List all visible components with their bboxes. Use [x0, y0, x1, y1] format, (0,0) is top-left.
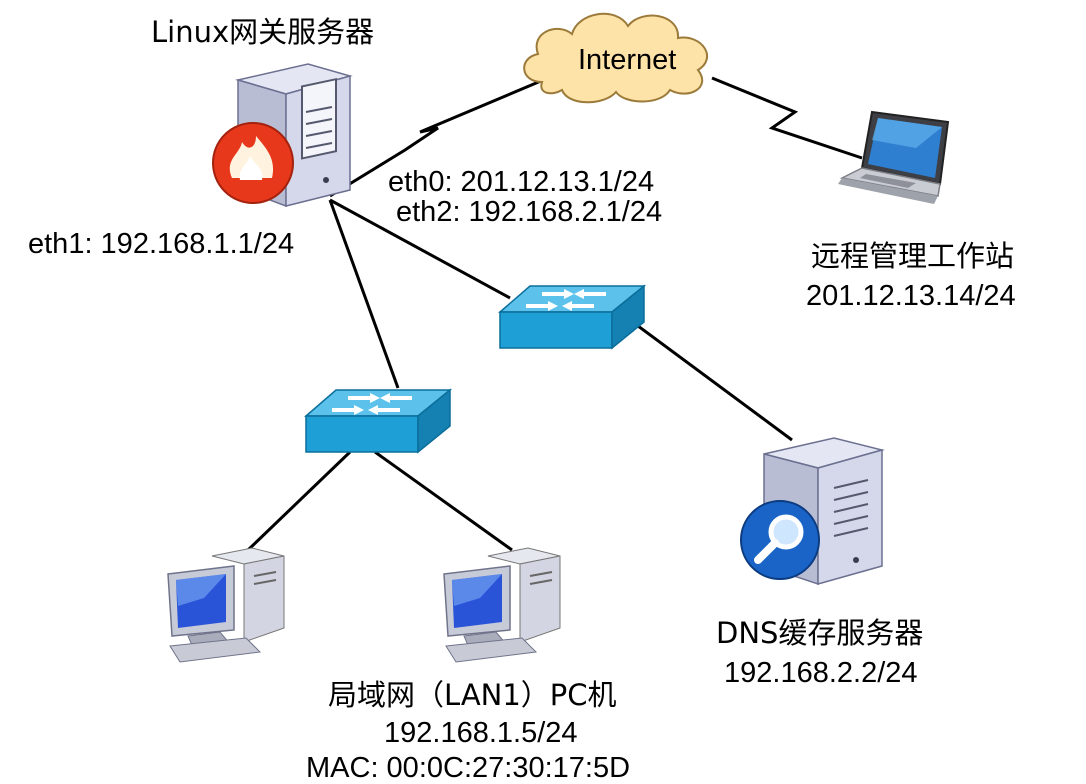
gateway-eth0-label: eth0: 201.12.13.1/24	[388, 166, 655, 198]
lan-pc-2-icon[interactable]	[440, 546, 564, 666]
lan-title: 局域网（LAN1）PC机	[328, 678, 617, 712]
link-gateway-switch1	[328, 199, 400, 389]
switch-lan-icon[interactable]	[304, 386, 454, 456]
gateway-server[interactable]	[210, 62, 360, 212]
switch-dmz-icon[interactable]	[498, 282, 648, 352]
internet-label: Internet	[578, 44, 677, 76]
remote-laptop-icon[interactable]	[836, 108, 956, 214]
link-gateway-switch2	[329, 198, 511, 300]
link-gateway-internet	[329, 76, 549, 198]
link-switch2-dns	[629, 318, 793, 442]
lan-ip: 192.168.1.5/24	[384, 717, 578, 749]
lan-mac: MAC: 00:0C:27:30:17:5D	[306, 752, 631, 784]
remote-title: 远程管理工作站	[811, 239, 1015, 273]
dns-title: DNS缓存服务器	[716, 616, 924, 650]
gateway-eth2-label: eth2: 192.168.2.1/24	[396, 196, 663, 228]
lan-pc-1-icon[interactable]	[164, 546, 288, 666]
dns-server[interactable]	[736, 436, 886, 588]
gateway-title: Linux网关服务器	[151, 15, 375, 49]
link-switch1-pc1	[246, 450, 352, 552]
dns-ip: 192.168.2.2/24	[724, 657, 918, 689]
remote-ip: 201.12.13.14/24	[806, 280, 1016, 312]
link-switch1-pc2	[374, 450, 513, 552]
link-internet-remote	[711, 76, 863, 160]
network-links	[246, 76, 863, 552]
magnifier-icon	[740, 500, 820, 580]
gateway-eth1-label: eth1: 192.168.1.1/24	[28, 228, 295, 260]
firewall-icon	[212, 122, 294, 204]
internet-cloud-icon	[523, 12, 709, 104]
